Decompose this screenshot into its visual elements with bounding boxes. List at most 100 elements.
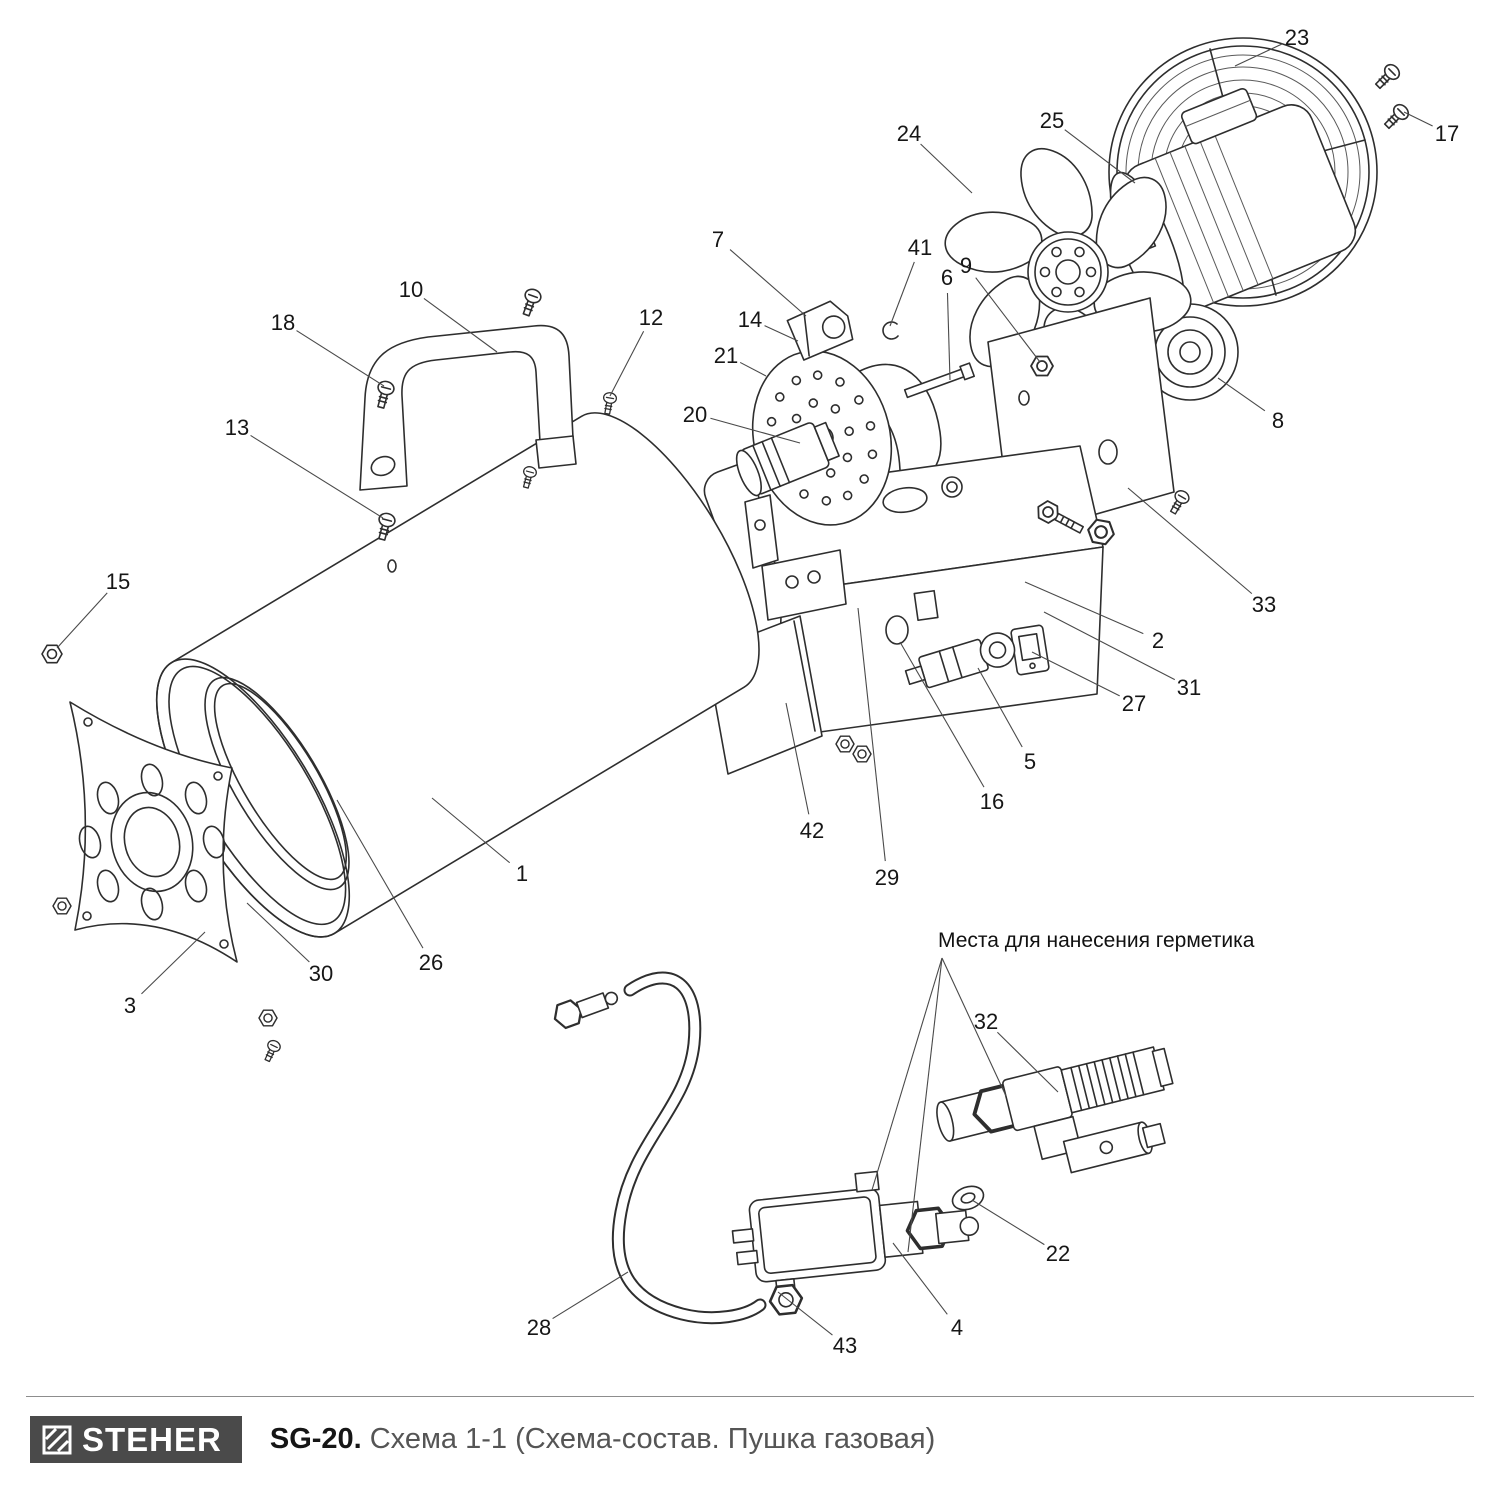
callout-9: 9 <box>960 253 972 278</box>
model-number: SG-20. <box>269 1423 362 1455</box>
callout-22: 22 <box>1046 1241 1070 1266</box>
nut-29a <box>836 736 854 752</box>
leader-line-18 <box>296 330 385 387</box>
power-switch <box>1010 624 1050 676</box>
leader-line-12 <box>609 330 645 397</box>
leader-line-1 <box>431 797 511 864</box>
nut-a <box>53 898 71 914</box>
schema-title: Схема 1-1 (Схема-состав. Пушка газовая) <box>369 1423 936 1455</box>
callout-20: 20 <box>683 402 707 427</box>
sealant-leader-2 <box>871 957 943 1191</box>
washer <box>951 1185 985 1211</box>
callout-21: 21 <box>714 343 738 368</box>
callout-25: 25 <box>1040 108 1064 133</box>
tee-valve <box>936 1046 1174 1174</box>
callout-1: 1 <box>516 861 528 886</box>
leader-line-10 <box>423 298 498 353</box>
callout-layer: 1234567891012131415161718202122232425262… <box>56 25 1459 1358</box>
callout-18: 18 <box>271 310 295 335</box>
leader-line-27 <box>1031 651 1120 697</box>
leader-line-16 <box>899 641 985 788</box>
leader-line-23 <box>1234 43 1283 67</box>
callout-5: 5 <box>1024 749 1036 774</box>
footer-divider <box>26 1396 1474 1397</box>
footer: STEHER SG-20.Схема 1-1 (Схема-состав. Пу… <box>0 1396 1500 1500</box>
callout-14: 14 <box>738 307 762 332</box>
bracket <box>786 300 854 361</box>
callout-26: 26 <box>419 950 443 975</box>
leader-line-32 <box>997 1031 1059 1093</box>
callout-42: 42 <box>800 818 824 843</box>
nut-29b <box>853 746 871 762</box>
sealant-leader-3 <box>907 957 943 1253</box>
bolt-2 <box>1034 498 1084 534</box>
leader-line-13 <box>250 434 384 519</box>
gas-tube-core <box>613 973 765 1323</box>
leader-line-22 <box>971 1199 1045 1246</box>
callout-41: 41 <box>908 235 932 260</box>
nut-15 <box>42 645 62 662</box>
callout-7: 7 <box>712 227 724 252</box>
leader-line-14 <box>764 325 799 342</box>
screw-c <box>260 1037 283 1064</box>
callout-17: 17 <box>1435 121 1459 146</box>
leader-line-4 <box>892 1242 948 1315</box>
callout-8: 8 <box>1272 408 1284 433</box>
gas-inlet-valve <box>904 632 1016 689</box>
steher-logo: STEHER <box>30 1416 242 1463</box>
callout-30: 30 <box>309 961 333 986</box>
steher-logo-icon <box>42 1425 72 1454</box>
leader-line-43 <box>777 1291 833 1336</box>
leader-line-42 <box>785 702 810 815</box>
callout-12: 12 <box>639 305 663 330</box>
callout-10: 10 <box>399 277 423 302</box>
leader-line-41 <box>889 261 915 327</box>
leader-line-29 <box>857 607 886 862</box>
tube-fitting <box>549 991 619 1032</box>
callout-27: 27 <box>1122 691 1146 716</box>
leader-line-2 <box>1024 581 1144 635</box>
gas-tube-outline <box>611 971 767 1325</box>
callout-4: 4 <box>951 1315 963 1340</box>
shaft <box>903 362 976 399</box>
callout-43: 43 <box>833 1333 857 1358</box>
screw-17a <box>1371 60 1404 93</box>
leader-line-26 <box>336 799 424 949</box>
callout-28: 28 <box>527 1315 551 1340</box>
callout-16: 16 <box>980 789 1004 814</box>
leader-line-5 <box>977 667 1023 748</box>
bolt-9 <box>1031 356 1053 375</box>
leader-line-33 <box>1127 487 1253 595</box>
screw-10 <box>517 286 544 319</box>
sealant-note: Места для нанесения герметика <box>938 929 1255 952</box>
callout-3: 3 <box>124 993 136 1018</box>
handle <box>359 324 577 491</box>
callout-15: 15 <box>106 569 130 594</box>
callout-31: 31 <box>1177 675 1201 700</box>
callout-6: 6 <box>941 265 953 290</box>
leader-line-21 <box>739 361 767 377</box>
callout-13: 13 <box>225 415 249 440</box>
fan-impeller <box>936 147 1200 397</box>
leader-line-8 <box>1217 377 1266 412</box>
leader-line-31 <box>1043 611 1176 681</box>
front-grille <box>69 701 238 963</box>
nut-b <box>259 1010 277 1026</box>
burner-support <box>744 494 847 621</box>
callout-24: 24 <box>897 121 921 146</box>
retaining-ring <box>882 321 899 340</box>
leader-line-3 <box>141 931 206 995</box>
leader-line-28 <box>552 1271 629 1320</box>
callout-33: 33 <box>1252 592 1276 617</box>
plug-12 <box>600 391 618 416</box>
leader-line-24 <box>920 143 973 194</box>
solenoid-valve <box>731 1170 980 1317</box>
callout-29: 29 <box>875 865 899 890</box>
leader-line-17 <box>1403 111 1433 127</box>
leader-line-20 <box>710 417 801 444</box>
leader-line-6 <box>946 292 951 381</box>
barrel-hole <box>387 559 397 573</box>
screw-17b <box>1380 100 1413 133</box>
